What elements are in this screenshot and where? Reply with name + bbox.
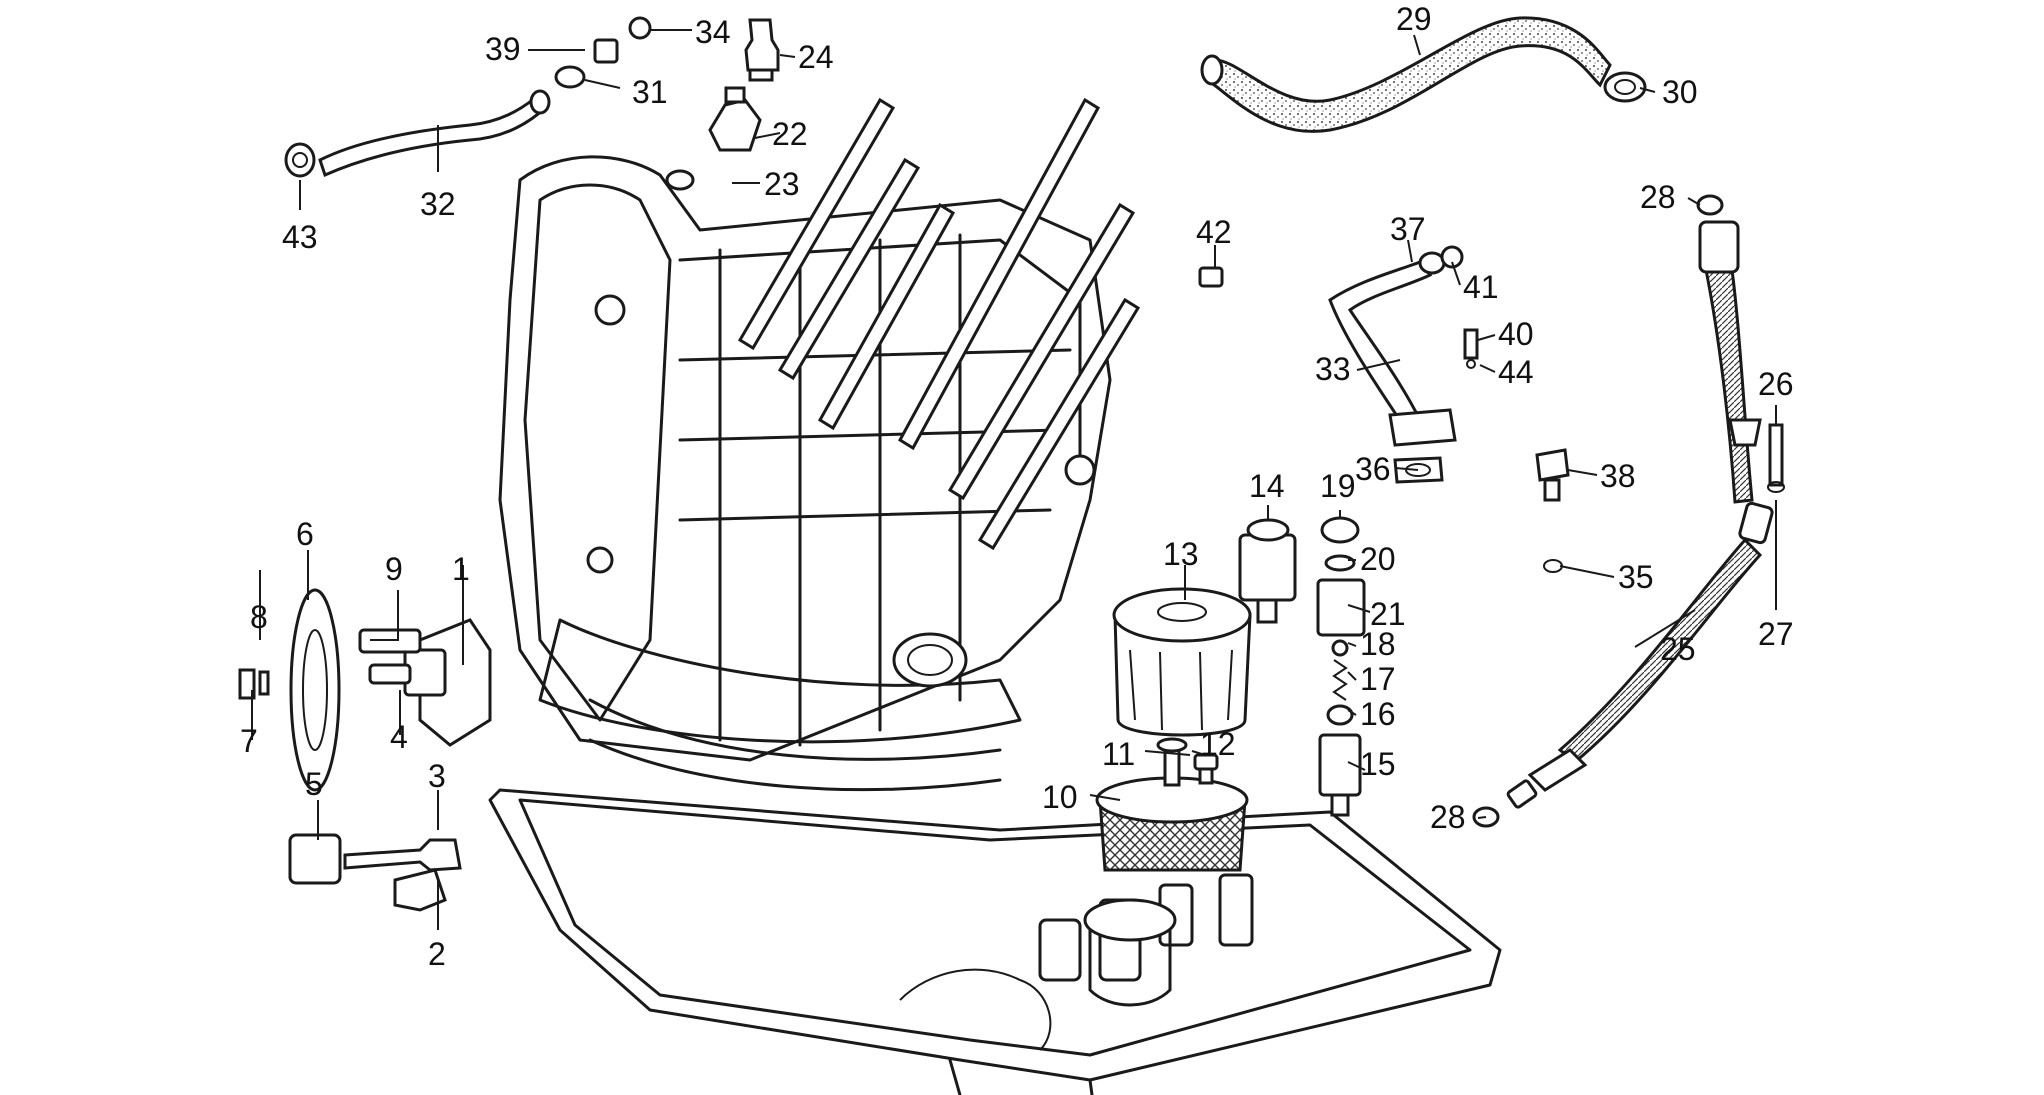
callout-25: 25: [1660, 631, 1696, 667]
callout-5: 5: [305, 766, 323, 802]
callout-6: 6: [296, 516, 314, 552]
callout-3: 3: [428, 758, 446, 794]
breather-hose: [1200, 16, 1647, 133]
callout-37: 37: [1390, 211, 1426, 247]
callout-41: 41: [1463, 269, 1499, 305]
callout-28-top: 28: [1640, 179, 1676, 215]
callout-36: 36: [1355, 451, 1391, 487]
callout-20: 20: [1360, 541, 1396, 577]
callout-26: 26: [1758, 366, 1794, 402]
oil-pressure-sender: [1238, 518, 1297, 624]
callout-19: 19: [1320, 468, 1356, 504]
callout-22: 22: [772, 116, 808, 152]
cylinder-studs: [737, 97, 1141, 551]
callout-30: 30: [1662, 74, 1698, 110]
callout-1: 1: [452, 551, 470, 587]
callout-17: 17: [1360, 661, 1396, 697]
return-hose: [284, 89, 551, 178]
oil-pump-assembly: [238, 588, 492, 912]
callout-32: 32: [420, 186, 456, 222]
top-fittings: [554, 16, 780, 191]
breather-pipe: [1198, 245, 1479, 484]
callout-40: 40: [1498, 316, 1534, 352]
callout-43: 43: [282, 219, 318, 255]
callout-4: 4: [390, 719, 408, 755]
drain-plug-small: [1193, 753, 1219, 785]
callout-14: 14: [1249, 468, 1285, 504]
crankcase: [498, 155, 1112, 792]
callout-15: 15: [1360, 746, 1396, 782]
callout-18: 18: [1360, 626, 1396, 662]
callout-28-bottom: 28: [1430, 799, 1466, 835]
callout-11: 11: [1102, 736, 1135, 772]
callout-44: 44: [1498, 354, 1534, 390]
callout-24: 24: [798, 39, 834, 75]
callout-10: 10: [1042, 779, 1078, 815]
callout-27: 27: [1758, 616, 1794, 652]
oil-line: [1472, 194, 1785, 828]
callout-33: 33: [1315, 351, 1351, 387]
callout-29: 29: [1396, 1, 1432, 37]
leader-lines: [251, 29, 1777, 930]
callout-23: 23: [764, 166, 800, 202]
callout-12: 12: [1200, 726, 1236, 762]
callout-labels: 1 2 3 4 5 6 7 8 9 10 11 12 13 14 15 16 1…: [240, 1, 1794, 972]
callout-42: 42: [1196, 214, 1232, 250]
callout-34: 34: [695, 14, 731, 50]
callout-16: 16: [1360, 696, 1396, 732]
relief-valve-stack: [1316, 516, 1366, 817]
oil-filter: [1112, 587, 1252, 737]
callout-38: 38: [1600, 458, 1636, 494]
callout-35: 35: [1618, 559, 1654, 595]
callout-39: 39: [485, 31, 521, 67]
callout-31: 31: [632, 74, 668, 110]
callout-2: 2: [428, 936, 446, 972]
oil-strainer: [1095, 737, 1249, 872]
callout-9: 9: [385, 551, 403, 587]
oil-sump: [488, 788, 1502, 1095]
callout-21: 21: [1370, 596, 1406, 632]
callout-13: 13: [1163, 536, 1199, 572]
callout-8: 8: [250, 599, 268, 635]
callout-7: 7: [240, 723, 258, 759]
